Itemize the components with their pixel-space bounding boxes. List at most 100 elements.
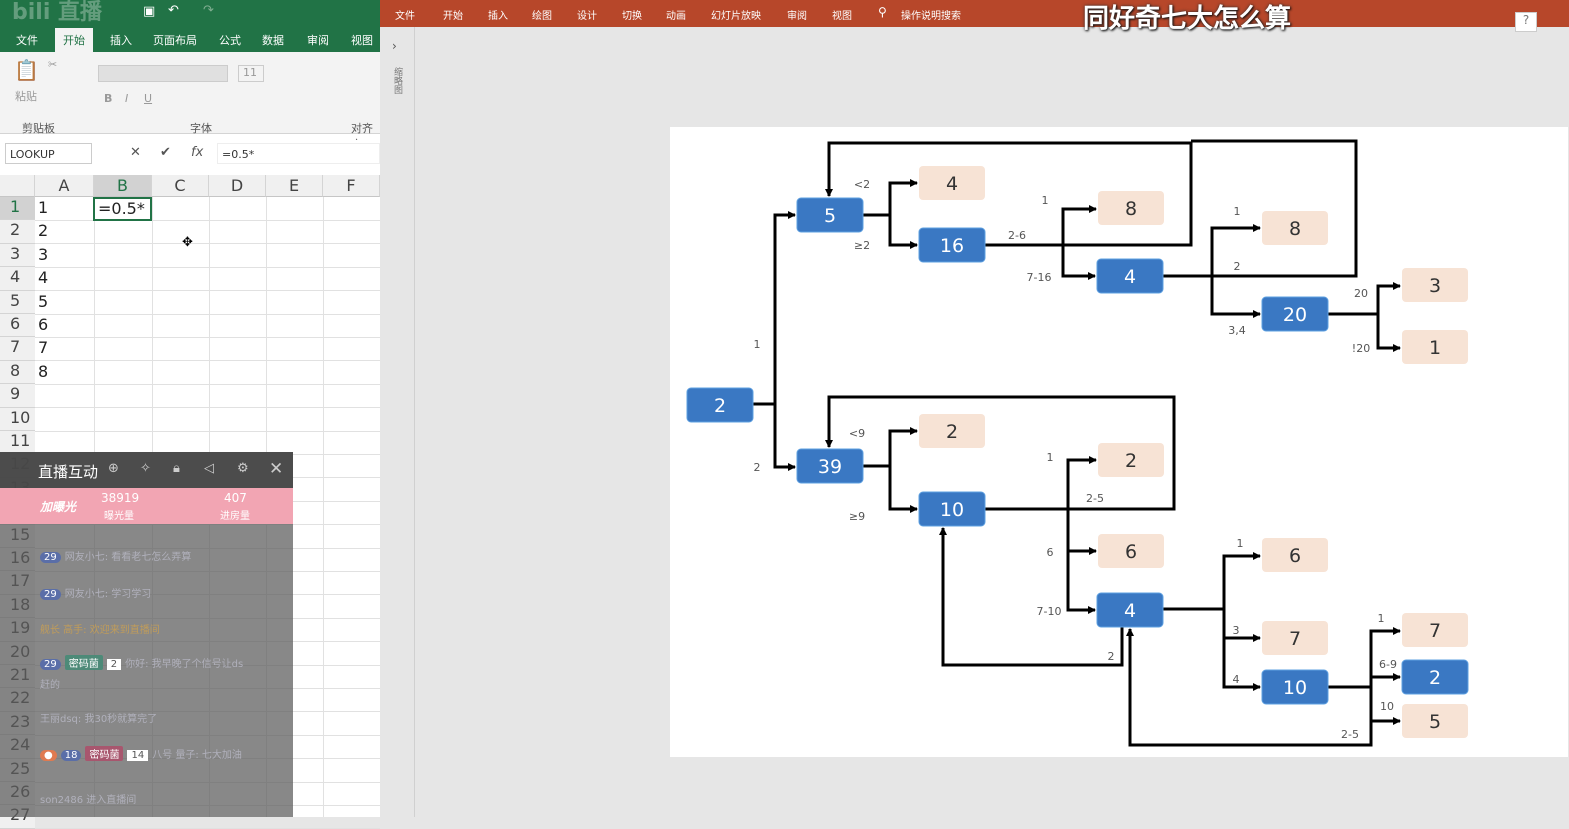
help-icon[interactable]: ?	[1515, 12, 1537, 32]
lock-icon[interactable]: 🔒︎	[173, 461, 180, 476]
expand-chevron-icon[interactable]: ›	[392, 39, 397, 53]
ppt-tab-file[interactable]: 文件	[395, 11, 415, 22]
tab-formulas[interactable]: 公式	[219, 34, 241, 47]
row-header[interactable]: 8	[0, 360, 35, 385]
close-icon[interactable]: ✕	[269, 459, 284, 479]
column-header[interactable]: C	[152, 175, 209, 197]
tab-data[interactable]: 数据	[262, 34, 284, 47]
flow-arrow	[862, 427, 918, 468]
edge-label: 6	[1047, 546, 1054, 559]
column-header[interactable]: A	[35, 175, 94, 197]
ppt-tab-animations[interactable]: 动画	[666, 11, 686, 22]
cell-a2[interactable]: 2	[38, 221, 49, 241]
name-box[interactable]: LOOKUP	[5, 143, 92, 164]
column-header[interactable]: F	[323, 175, 380, 197]
node-box	[1262, 211, 1328, 245]
flow-arrow	[825, 395, 1176, 511]
flow-arrow	[1162, 139, 1358, 278]
node-label: 2	[1429, 667, 1441, 689]
tab-view[interactable]: 视图	[351, 34, 373, 47]
tab-file[interactable]: 文件	[16, 34, 38, 47]
redo-icon[interactable]: ↷	[203, 3, 214, 18]
chat-message: 赶的	[40, 680, 60, 691]
node-box	[1098, 534, 1164, 568]
cell-a7[interactable]: 7	[38, 338, 49, 358]
decision-node: 2	[686, 387, 754, 423]
ppt-tab-design[interactable]: 设计	[577, 11, 597, 22]
column-header[interactable]: B	[94, 175, 152, 197]
cancel-icon[interactable]: ✕	[130, 145, 141, 160]
underline-button[interactable]: U	[144, 92, 153, 105]
edge-label: 2-5	[1341, 728, 1359, 741]
row-header[interactable]: 9	[0, 384, 35, 408]
thumbnail-pane-label[interactable]: 缩略图	[392, 67, 402, 94]
bold-button[interactable]: B	[104, 92, 113, 105]
font-name-select[interactable]	[98, 65, 228, 82]
row-header[interactable]: 7	[0, 337, 35, 361]
node-label: 39	[818, 456, 842, 478]
cell-a5[interactable]: 5	[38, 291, 49, 311]
ppt-tab-insert[interactable]: 插入	[488, 11, 508, 22]
row-header[interactable]: 1	[0, 197, 35, 221]
ppt-tab-home[interactable]: 开始	[443, 11, 463, 22]
ppt-tab-view[interactable]: 视图	[832, 11, 852, 22]
enter-icon[interactable]: ✔	[160, 145, 171, 160]
fan-badge: 29	[40, 552, 61, 563]
tab-home[interactable]: 开始	[55, 28, 93, 52]
edge-label: 1	[1378, 612, 1385, 625]
lightbulb-icon: ⚲	[878, 5, 887, 19]
row-header[interactable]: 2	[0, 220, 35, 244]
chat-header: 直播互动 ⊕ ✧ 🔒︎ ◁ ⚙ ✕	[0, 452, 293, 488]
tab-page-layout[interactable]: 页面布局	[153, 34, 197, 47]
row-header[interactable]: 10	[0, 407, 35, 431]
node-box	[1096, 258, 1164, 294]
formula-input[interactable]: =0.5*	[217, 143, 380, 164]
save-icon[interactable]: ▣	[143, 4, 156, 19]
cell-a1[interactable]: 1	[38, 198, 49, 217]
cell-a3[interactable]: 3	[38, 244, 49, 264]
row-header[interactable]: 3	[0, 243, 35, 268]
paste-label[interactable]: 粘贴	[15, 90, 37, 103]
edge-label: 3	[1233, 624, 1240, 637]
italic-button[interactable]: I	[125, 92, 129, 105]
ppt-tab-review[interactable]: 审阅	[787, 11, 807, 22]
ppt-tab-draw[interactable]: 绘图	[532, 11, 552, 22]
message-text: 网友小七: 看看老七怎么弄算	[64, 552, 192, 563]
edge-label: ≥9	[849, 510, 865, 523]
paste-icon[interactable]: 📋	[14, 58, 39, 82]
boost-button[interactable]: 加曝光	[40, 500, 77, 514]
column-header[interactable]: D	[209, 175, 266, 197]
cell-a6[interactable]: 6	[38, 315, 49, 334]
select-all-corner[interactable]	[0, 175, 35, 197]
cell-a4[interactable]: 4	[38, 268, 49, 288]
tab-insert[interactable]: 插入	[110, 34, 132, 47]
edge-label: ≥2	[854, 239, 870, 252]
mute-icon[interactable]: ◁	[204, 461, 214, 476]
cell-a8[interactable]: 8	[38, 361, 49, 381]
edge-label: 1	[1234, 205, 1241, 218]
lottery-icon[interactable]: ⊕	[108, 461, 119, 476]
row-header[interactable]: 4	[0, 267, 35, 291]
tab-review[interactable]: 审阅	[307, 34, 329, 47]
insert-function-icon[interactable]: fx	[191, 145, 204, 160]
ppt-tab-slideshow[interactable]: 幻灯片放映	[711, 11, 761, 22]
column-header[interactable]: E	[266, 175, 323, 197]
cut-icon[interactable]: ✂	[48, 58, 58, 71]
ppt-tab-transitions[interactable]: 切换	[622, 11, 642, 22]
decision-node: 10	[918, 491, 986, 527]
pin-icon[interactable]: ✧	[140, 461, 151, 476]
result-node: 8	[1262, 211, 1328, 245]
settings-icon[interactable]: ⚙	[237, 461, 249, 476]
gridline	[323, 197, 324, 817]
row-header[interactable]: 6	[0, 314, 35, 338]
message-text: 网友小七: 学习学习	[64, 589, 152, 600]
node-label: 7	[1429, 620, 1441, 642]
message-text: 你好: 我早晚了个信号让ds	[125, 659, 244, 670]
tell-me-search[interactable]: 操作说明搜索	[901, 11, 961, 22]
active-cell-b1[interactable]: =0.5*	[93, 197, 152, 221]
row-header[interactable]: 5	[0, 290, 35, 314]
node-label: 1	[1429, 337, 1441, 359]
edge-label: 2	[1108, 650, 1115, 663]
undo-icon[interactable]: ↶	[168, 3, 179, 18]
font-size-select[interactable]: 11	[238, 65, 264, 82]
